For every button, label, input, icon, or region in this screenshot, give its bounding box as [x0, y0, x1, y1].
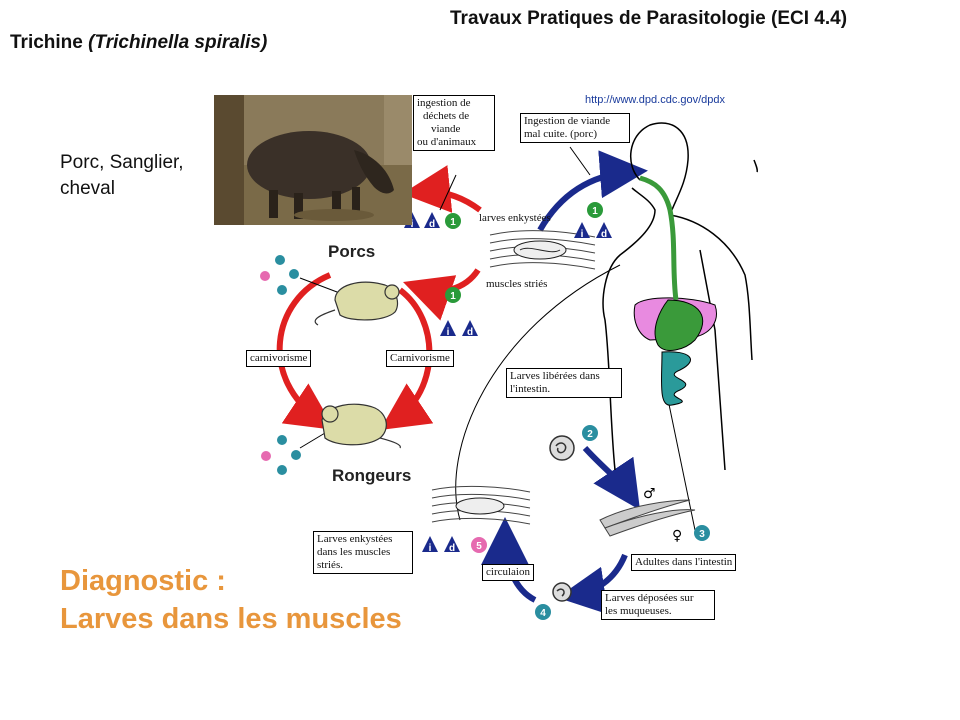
- diagnostic-callout: Diagnostic : Larves dans les muscles: [60, 562, 402, 638]
- box-carnivorisme-left: carnivorisme: [246, 350, 312, 367]
- hosts-line-2: cheval: [60, 178, 115, 199]
- deposited-larva: [552, 582, 572, 602]
- box-line: ou d'animaux: [417, 136, 477, 148]
- hosts-line-1: Porc, Sanglier,: [60, 152, 184, 173]
- infective-marker-i: i: [447, 327, 450, 338]
- stage-label-1: 1: [592, 206, 598, 217]
- title-common-name: Trichine: [10, 32, 89, 53]
- course-title: Travaux Pratiques de Parasitologie (ECI …: [450, 8, 848, 29]
- stage-marker-1: [445, 213, 461, 229]
- stage-label-5: 5: [476, 541, 482, 552]
- box-line: Ingestion de viande: [524, 115, 611, 127]
- box-line: striés.: [317, 559, 343, 571]
- adult-worms: [599, 499, 696, 537]
- intestine: [660, 351, 691, 406]
- marker-group-muscle: i d 5: [422, 536, 487, 554]
- rodent-upper: [314, 281, 400, 326]
- diagnostic-detail: Larves dans les muscles: [60, 603, 402, 635]
- stage-markers-human-cycle: 2 3 4: [535, 425, 710, 620]
- connector-line: [569, 146, 591, 176]
- page-title: Trichine (Trichinella spiralis): [10, 32, 267, 54]
- label-larves-enkystees: larves enkystées: [479, 212, 551, 224]
- box-line: déchets de: [423, 110, 470, 122]
- male-symbol: ♂: [643, 486, 656, 502]
- label-porcs: Porcs: [328, 242, 376, 261]
- arrow-to-pig: [402, 165, 482, 213]
- arrow-muscle-to-rodent: [403, 268, 481, 321]
- title-scientific-name: (Trichinella spiralis): [88, 32, 268, 53]
- diagnostic-marker-d: d: [429, 219, 435, 230]
- box-line: l'intestin.: [510, 383, 551, 395]
- diagnostic-heading: Diagnostic :: [60, 565, 226, 597]
- label-rongeurs: Rongeurs: [332, 466, 412, 485]
- connector-line: [455, 264, 621, 521]
- box-adultes: Adultes dans l'intestin: [631, 554, 737, 571]
- marker-group-pig: i d 1: [404, 212, 461, 230]
- stage-marker-1: [587, 202, 603, 218]
- box-ingestion-dechets: ingestion de déchets de viande ou d'anim…: [413, 95, 495, 151]
- box-line: dans les muscles: [317, 546, 391, 558]
- box-ingestion-viande: Ingestion de viande mal cuite. (porc): [520, 113, 630, 143]
- connector-line: [664, 384, 696, 531]
- stage-marker-1: [445, 287, 461, 303]
- infective-triangle: [574, 222, 590, 238]
- stage-marker-5: [471, 537, 487, 553]
- wild-boar-photo: [214, 95, 412, 225]
- digestive-tract: [639, 175, 679, 301]
- cdc-url: http://www.dpd.cdc.gov/dpdx: [585, 94, 726, 106]
- arrow-to-human: [537, 150, 648, 232]
- infective-marker-i: i: [411, 219, 414, 230]
- stage-label-2: 2: [587, 429, 593, 440]
- infective-marker-i: i: [429, 543, 432, 554]
- muscle-fiber-top: [489, 230, 596, 270]
- box-carnivorisme-right: Carnivorisme: [386, 350, 454, 367]
- box-line: viande: [431, 123, 461, 135]
- stage-marker-3: [694, 525, 710, 541]
- rodent-stage-markers-upper: [260, 255, 299, 295]
- free-larva: [549, 435, 575, 461]
- stage-label-4: 4: [540, 608, 546, 619]
- box-line: les muqueuses.: [605, 605, 672, 617]
- label-muscles-stries: muscles striés: [486, 278, 548, 290]
- diagnostic-triangle: [596, 222, 612, 238]
- box-line: Larves déposées sur: [605, 592, 694, 604]
- box-line: Larves enkystées: [317, 533, 393, 545]
- cycle-arrow-left: [276, 272, 335, 430]
- arrow-stage-2-to-3: [582, 445, 640, 510]
- diagnostic-marker-d: d: [601, 229, 607, 240]
- diagnostic-marker-d: d: [449, 543, 455, 554]
- marker-group-human: 1 i d: [574, 202, 612, 240]
- box-larves-liberees: Larves libérées dans l'intestin.: [506, 368, 622, 398]
- stage-label-1: 1: [450, 217, 456, 228]
- diagnostic-triangle: [462, 320, 478, 336]
- female-symbol: ♀: [672, 528, 682, 544]
- rodent-lower: [321, 403, 401, 449]
- stomach: [654, 299, 704, 351]
- infective-marker-i: i: [581, 229, 584, 240]
- box-line: Larves libérées dans: [510, 370, 600, 382]
- diagnostic-marker-d: d: [467, 327, 473, 338]
- stage-label-3: 3: [699, 529, 705, 540]
- box-line: mal cuite. (porc): [524, 128, 597, 140]
- stage-label-1: 1: [450, 291, 456, 302]
- rodent-stage-markers-lower: [261, 435, 301, 475]
- stage-marker-2: [582, 425, 598, 441]
- box-larves-deposees: Larves déposées sur les muqueuses.: [601, 590, 715, 620]
- stage-marker-4: [535, 604, 551, 620]
- infective-triangle: [422, 536, 438, 552]
- arrow-stage-3-to-4: [557, 553, 628, 615]
- hosts-text: Porc, Sanglier, cheval: [60, 150, 184, 202]
- connector-line: [439, 174, 457, 211]
- infective-triangle: [440, 320, 456, 336]
- diagnostic-triangle: [424, 212, 440, 228]
- box-circulaion: circulaion: [482, 564, 534, 581]
- box-line: ingestion de: [417, 97, 471, 109]
- muscle-fiber-bottom: [431, 485, 531, 525]
- box-larves-enkystees-muscles: Larves enkystées dans les muscles striés…: [313, 531, 413, 574]
- diagnostic-triangle: [444, 536, 460, 552]
- marker-group-rodent: 1 i d: [440, 287, 478, 338]
